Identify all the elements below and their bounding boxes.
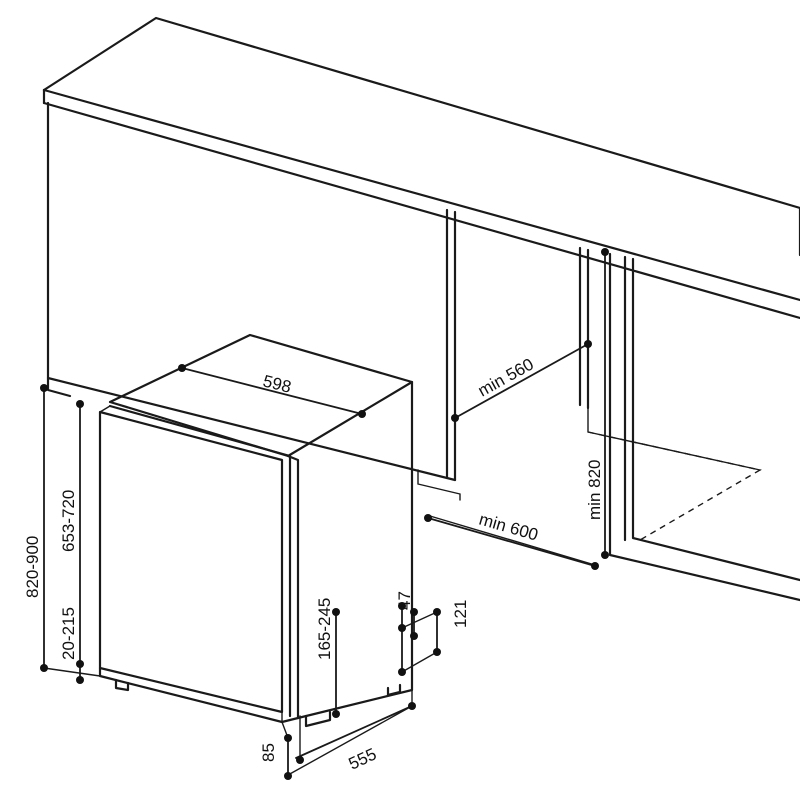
dishwasher [98,333,414,728]
dishwasher-door [98,410,284,714]
label-height-total: 820-900 [23,536,42,598]
front-foot [114,678,130,692]
dishwasher-top [108,333,414,458]
rear-foot [304,710,332,728]
kitchen-cabinet [42,16,800,602]
label-height-door: 653-720 [59,490,78,552]
label-front-offset: 85 [259,743,278,762]
label-plinth-height: 165-245 [315,598,334,660]
label-min-height: min 820 [585,460,604,520]
dimension-dots [40,248,609,780]
dishwasher-side [296,380,414,720]
label-foot-offset: 47 [395,591,414,610]
countertop-top [42,16,800,257]
label-width: 598 [261,371,293,396]
dimension-labels: 598 min 560 min 600 min 820 820-900 653-… [23,355,604,774]
left-cabinet [46,101,457,482]
label-depth: 555 [346,744,380,773]
label-foot-height: 121 [451,600,470,628]
label-height-base: 20-215 [59,607,78,660]
dimension-lines [43,251,606,777]
